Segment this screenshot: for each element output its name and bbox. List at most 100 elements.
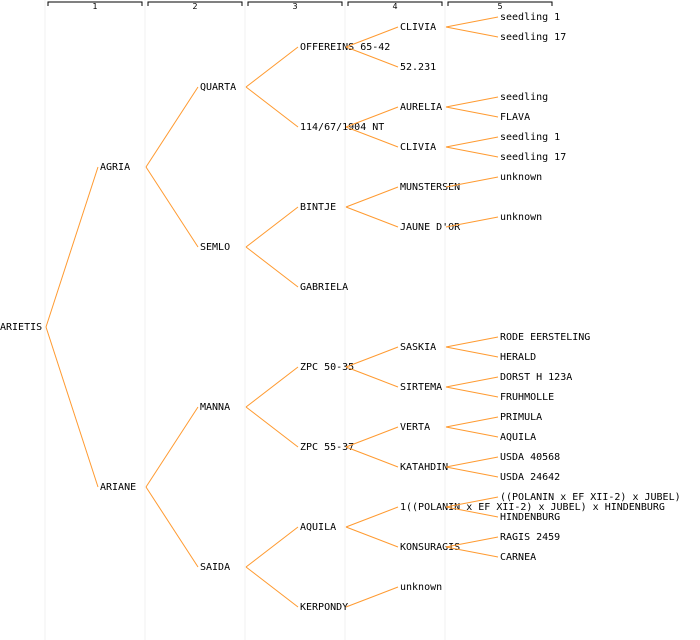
lineage-edge [345,526,399,548]
generation-header: 3 [292,2,297,11]
ancestor-name: HERALD [500,352,536,363]
root-animal: ARIETIS [0,322,42,333]
ancestor-name: ZPC 55-37 [300,442,354,453]
lineage-edge [145,406,199,488]
ancestor-name: seedling [500,92,548,103]
ancestor-name: FRUHMOLLE [500,392,554,403]
generation-bracket [247,1,343,6]
generation-bracket [447,1,553,6]
lineage-edge [445,216,499,228]
lineage-edge [445,546,499,558]
lineage-edge [245,86,299,128]
lineage-edge [445,336,499,348]
ancestor-name: seedling 1 [500,132,560,143]
lineage-edge [345,46,399,68]
ancestor-name: RODE EERSTELING [500,332,590,343]
ancestor-name: AQUILA [500,432,536,443]
generation-bracket [147,1,243,6]
ancestor-name: RAGIS 2459 [500,532,560,543]
lineage-edge [345,26,399,48]
ancestor-name: KONSURAGIS [400,542,460,553]
lineage-edge [445,456,499,468]
ancestor-name: JAUNE D'OR [400,222,461,233]
ancestor-name: GABRIELA [300,282,348,293]
ancestor-name: seedling 17 [500,152,566,163]
generation-header: 4 [392,2,397,11]
lineage-edge [245,46,299,88]
generation-bracket [347,1,443,6]
ancestor-name: SEMLO [200,242,230,253]
lineage-edge [445,96,499,108]
ancestor-name: DORST H 123A [500,372,572,383]
lineage-edge [145,166,199,248]
lineage-edge [445,376,499,388]
ancestor-name: unknown [500,212,542,223]
lineage-edge [345,186,399,208]
ancestor-name: CLIVIA [400,22,436,33]
lineage-edge [145,486,199,568]
ancestor-name: ZPC 50-35 [300,362,354,373]
ancestor-name: seedling 1 [500,12,560,23]
ancestor-name: ARIANE [100,482,136,493]
generation-header: 5 [497,2,502,11]
lineage-edge [245,206,299,248]
lineage-edge [445,16,499,28]
lineage-edge [145,86,199,168]
ancestor-name: AURELIA [400,102,442,113]
ancestor-name: AQUILA [300,522,336,533]
lineage-edge [445,136,499,148]
ancestor-name: SASKIA [400,342,436,353]
lineage-edge [445,176,499,188]
lineage-edge [445,106,499,118]
ancestor-name: HINDENBURG [500,512,560,523]
ancestor-name: USDA 40568 [500,452,560,463]
lineage-edge [245,566,299,608]
ancestor-name: unknown [500,172,542,183]
ancestor-name: OFFEREINS 65-42 [300,42,390,53]
lineage-edge [345,366,399,388]
lineage-edge [345,426,399,448]
lineage-edge [345,506,399,528]
lineage-edge [345,586,399,608]
lineage-edge [445,426,499,438]
lineage-edge [245,366,299,408]
lineage-edge [445,146,499,158]
ancestor-name: PRIMULA [500,412,542,423]
lineage-edge [45,326,99,488]
ancestor-name: 52.231 [400,62,436,73]
lineage-edge [445,26,499,38]
lineage-edge [445,416,499,428]
lineage-edge [445,386,499,398]
lineage-edge [345,126,399,148]
lineage-edge [345,206,399,228]
lineage-edge [345,346,399,368]
lineage-edge [445,536,499,548]
lineage-edge [345,446,399,468]
ancestor-name: USDA 24642 [500,472,560,483]
lineage-edge [445,346,499,358]
ancestor-name: MANNA [200,402,230,413]
ancestor-name: 1((POLANIN x EF XII-2) x JUBEL) x HINDEN… [400,502,665,513]
ancestor-name: CLIVIA [400,142,436,153]
lineage-edge [445,466,499,478]
lineage-edge [245,406,299,448]
ancestor-name: KERPONDY [300,602,348,613]
lineage-edge [245,526,299,568]
ancestor-name: FLAVA [500,112,530,123]
ancestor-name: 114/67/1904 NT [300,122,384,133]
lineage-edge [45,166,99,328]
ancestor-name: QUARTA [200,82,236,93]
lineage-edge [345,106,399,128]
ancestor-name: seedling 17 [500,32,566,43]
ancestor-name: CARNEA [500,552,536,563]
lineage-edge [445,496,499,508]
ancestor-name: ((POLANIN x EF XII-2) x JUBEL) [500,492,681,503]
lineage-edge [245,246,299,288]
generation-header: 1 [92,2,97,11]
generation-bracket [47,1,143,6]
lineage-edge [445,506,499,518]
ancestor-name: MUNSTERSEN [400,182,460,193]
generation-header: 2 [192,2,197,11]
